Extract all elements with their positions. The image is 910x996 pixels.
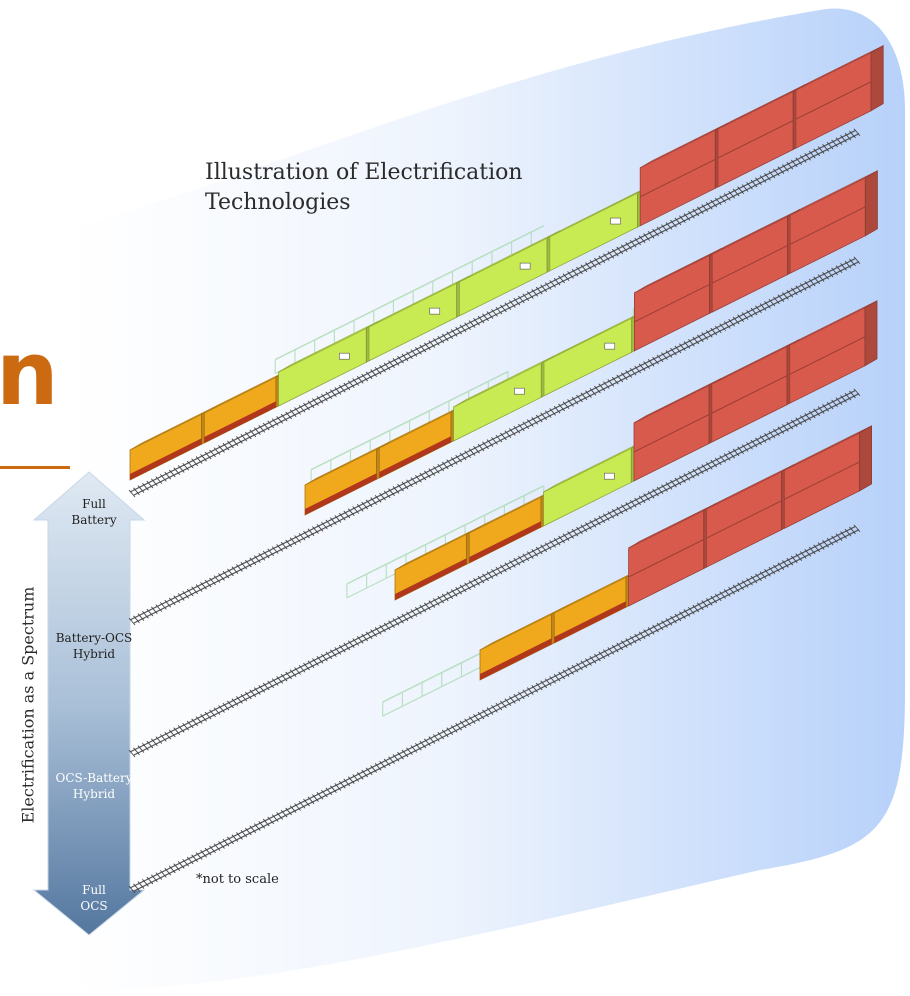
container-split <box>789 336 866 375</box>
spectrum-stop-full-ocs: Full OCS <box>80 883 108 913</box>
freight-car <box>783 425 872 530</box>
locomotive-stripe <box>305 473 377 515</box>
container-split <box>634 283 710 323</box>
container-split <box>706 500 782 539</box>
freight-car <box>789 170 878 274</box>
battery-icon <box>519 262 531 270</box>
train-row-full-ocs <box>128 425 872 894</box>
container-split <box>784 461 860 500</box>
diagram-title-line-1: Illustration of Electrification <box>205 160 523 185</box>
container-split <box>628 539 704 578</box>
background-panel <box>70 8 905 991</box>
spectrum-stop-ocs-battery-hybrid: OCS-Battery Hybrid <box>55 771 133 801</box>
track-ties <box>128 524 861 894</box>
container-split <box>795 81 872 120</box>
rail <box>133 133 860 496</box>
container-split <box>789 206 866 245</box>
track-ties <box>128 128 861 498</box>
battery-icon <box>514 387 525 395</box>
locomotive-stripe <box>480 638 552 680</box>
train-row-battery-ocs-hybrid <box>128 170 878 626</box>
battery-icon <box>604 342 616 350</box>
locomotive-stripe <box>130 438 202 480</box>
trains-layer <box>128 45 884 894</box>
freight-car <box>789 300 878 404</box>
track-ties <box>128 388 861 758</box>
battery-icon <box>339 352 350 360</box>
spectrum-stop-full-battery: Full Battery <box>71 497 117 527</box>
locomotive <box>394 526 480 601</box>
rail <box>129 526 856 889</box>
battery-icon <box>429 307 441 315</box>
scale-note: *not to scale <box>196 872 279 887</box>
locomotive-stripe <box>554 601 626 643</box>
freight-car <box>795 45 884 149</box>
rail <box>133 261 860 624</box>
rail <box>133 529 860 892</box>
battery-icon <box>604 472 615 480</box>
spectrum-arrow <box>32 471 146 936</box>
locomotive-stripe <box>395 558 467 600</box>
battery-icon <box>610 217 621 225</box>
container-split <box>712 245 788 284</box>
container-split <box>639 158 716 198</box>
train-row-full-battery <box>128 45 884 498</box>
container-split <box>633 414 710 453</box>
locomotive-stripe <box>469 521 541 563</box>
rail <box>129 130 856 493</box>
track-ties <box>128 256 861 626</box>
rail <box>133 393 860 756</box>
heading-underline <box>0 466 70 469</box>
locomotive-stripe <box>379 436 451 478</box>
spectrum-stop-battery-ocs-hybrid: Battery-OCS Hybrid <box>55 631 133 661</box>
rail <box>129 390 856 753</box>
diagram-title: Illustration of Electrification Technolo… <box>205 158 565 218</box>
locomotive-stripe <box>204 401 276 443</box>
container-split <box>711 375 788 414</box>
cropped-heading-letter: n <box>0 322 59 425</box>
container-split <box>717 120 794 159</box>
train-row-ocs-battery-hybrid <box>128 300 878 758</box>
rail <box>129 258 856 621</box>
diagram-title-line-2: Technologies <box>205 190 351 215</box>
